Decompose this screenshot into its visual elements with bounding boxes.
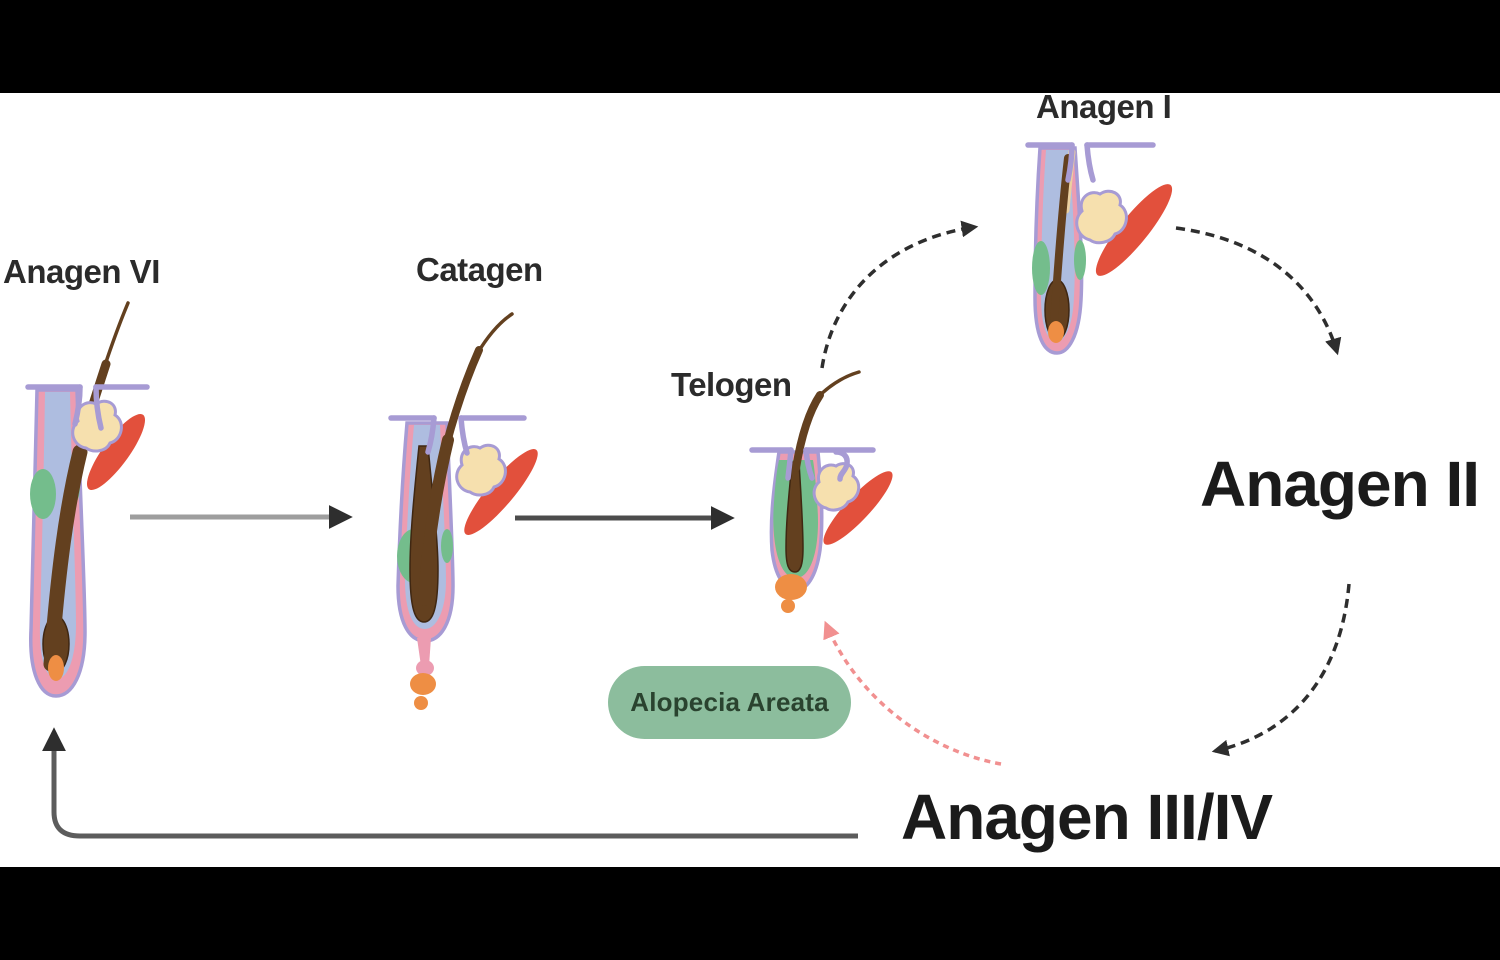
letterbox-top-bar [0,0,1500,93]
stage-label-anagen-ii: Anagen II [1200,448,1480,520]
stage-label-anagen-vi: Anagen VI [3,253,160,290]
stage-label-telogen: Telogen [671,366,792,403]
stage-label-anagen-i: Anagen I [1036,88,1172,125]
stage-label-catagen: Catagen [416,251,543,288]
letterbox-bottom-bar [0,867,1500,960]
alopecia-areata-badge-label: Alopecia Areata [630,687,829,717]
stage-label-anagen-iii-iv: Anagen III/IV [901,781,1273,853]
alopecia-areata-badge: Alopecia Areata [608,666,851,739]
